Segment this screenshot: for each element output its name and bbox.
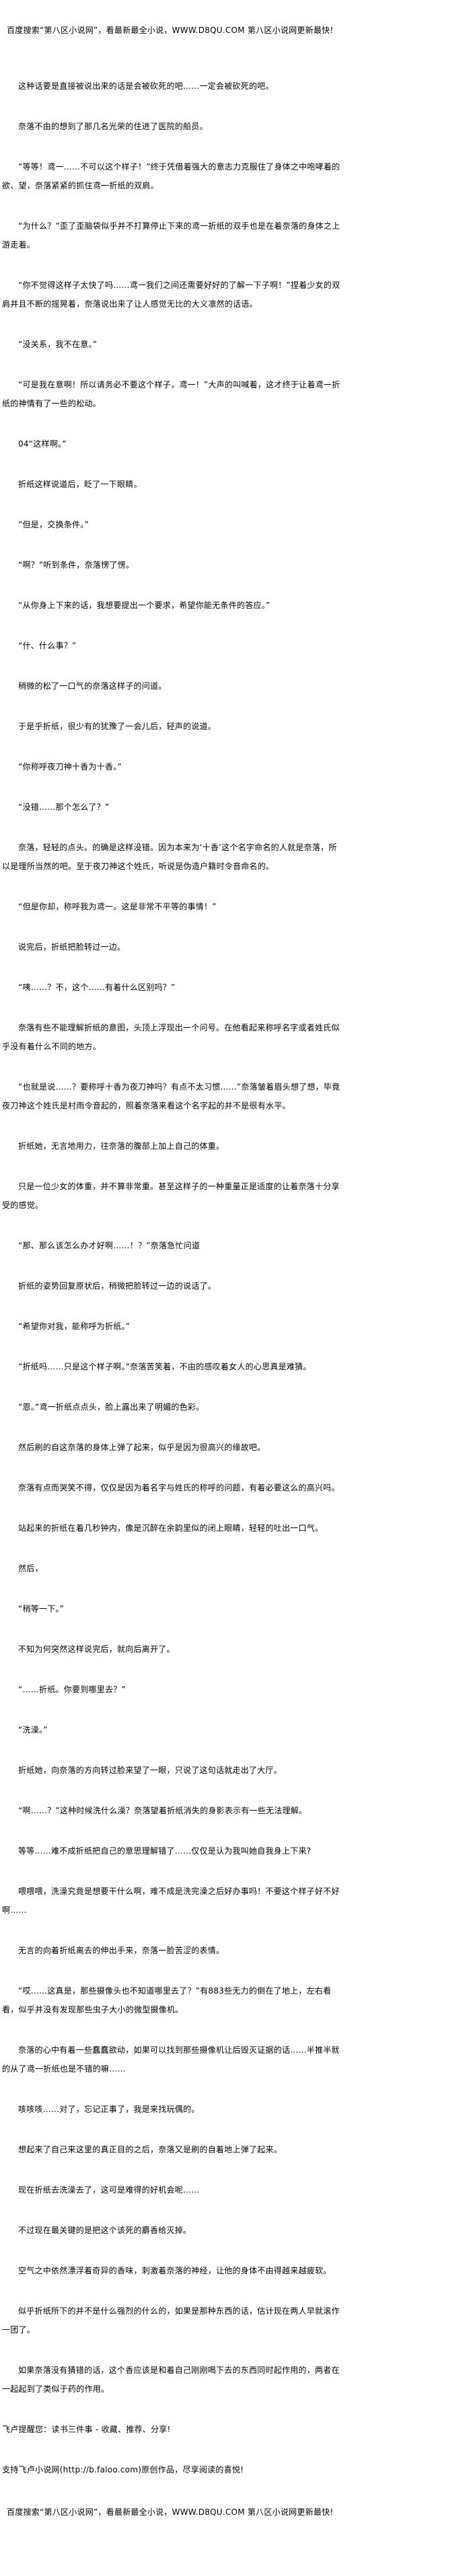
paragraph: 站起来的折纸在着几秒钟内，像是沉醉在余韵里似的闭上眼睛，轻轻的吐出一口气。 [18, 1523, 324, 1533]
paragraph: 不过现在最关键的是把这个该死的麝香给灭掉。 [18, 2226, 192, 2235]
header-banner: 百度搜索“第八区小说网”，看最新最全小说，WWW.D8QU.COM 第八区小说网… [7, 26, 334, 35]
paragraph: “啊……？”这种时候洗什么澡？奈落望着折纸消失的身影表示有一些无法理解。 [18, 1806, 307, 1815]
paragraph: “啊？”听到条件，奈落愣了愣。 [18, 560, 135, 570]
paragraph: 奈落的心中有着一些蠢蠢欲动，如果可以找到那些摄像机让后毁灭证据的话……半推半就的… [2, 2045, 340, 2074]
paragraph: “没关系，我不在意。” [18, 340, 98, 349]
paragraph: 折纸她，向奈落的方向转过脸来望了一眼，只说了这句话就走出了大厅。 [18, 1766, 283, 1775]
paragraph: “也就是说……？要称呼十香为夜刀神吗？有点不太习惯……”奈落皱着眉头想了想，毕竟… [2, 1082, 340, 1110]
paragraph: 奈落，轻轻的点头。的确是这样没错。因为本来为‘十香’这个名字命名的人就是奈落，所… [2, 843, 337, 871]
paragraph: 这种话要是直接被说出来的话是会被砍死的吧……一定会被砍死的吧。 [18, 81, 274, 91]
footer-banner: 百度搜索“第八区小说网”，看最新最全小说，WWW.D8QU.COM 第八区小说网… [7, 2507, 334, 2517]
paragraph: “等等！鸢一……不可以这个样子！”终于凭借着强大的意志力克服住了身体之中咆哮着的… [2, 162, 340, 190]
paragraph: “你不觉得这样子太快了吗……鸢一我们之间还需要好好的了解一下子啊！”捏着少女的双… [2, 280, 340, 309]
paragraph: 折纸这样说道后，眨了一下眼睛。 [18, 480, 142, 489]
paragraph: 只是一位少女的体重，并不算非常重。甚至这样子的一种重量正是适度的让着奈落十分享受… [2, 1182, 340, 1210]
paragraph: 奈落有点而哭笑不得，仅仅是因为着名字与姓氏的称呼的问题，有着必要这么的高兴吗。 [18, 1483, 340, 1492]
paragraph: 折纸她，无言地用力，往奈落的腹部上加上自己的体重。 [18, 1141, 225, 1151]
paragraph: “你称呼夜刀神十香为十香。” [18, 762, 122, 771]
paragraph: 等等……难不成折纸把自己的意思理解错了……仅仅是认为我叫她自我身上下来? [18, 1846, 312, 1856]
paragraph: “为什么？”歪了歪脑袋似乎并不打算停止下来的鸢一折纸的双手也是在着奈落的身体之上… [2, 221, 340, 250]
paragraph: “折纸吗……只是这个样子啊。”奈落苦笑着，不由的感叹着女人的心思真是难猜。 [18, 1362, 312, 1371]
paragraph: “咦……？不，这个……有着什么区别吗？” [18, 983, 176, 992]
chapter-body: 这种话要是直接被说出来的话是会被砍死的吧……一定会被砍死的吧。奈落不由的想到了那… [2, 77, 342, 2398]
paragraph: 空气之中依然漂浮着奇异的香味，刺激着奈落的神经，让他的身体不由得越来越疲软。 [18, 2266, 332, 2275]
paragraph: 奈落有些不能理解折纸的意图，头顶上浮现出一个问号。在他看起来称呼名字或者姓氏似乎… [2, 1023, 340, 1051]
paragraph: 稍微的松了一口气的奈落这样子的问道。 [18, 681, 167, 691]
paragraph: “没错……那个怎么了？” [18, 802, 110, 812]
paragraph: 无言的向着折纸离去的伸出手来，奈落一脸苦涩的表情。 [18, 1946, 225, 1955]
chapter-page: 百度搜索“第八区小说网”，看最新最全小说，WWW.D8QU.COM 第八区小说网… [2, 26, 342, 2517]
paragraph: “稍等一下。” [18, 1604, 65, 1614]
paragraph: 04“这样啊。” [18, 439, 67, 449]
paragraph: 现在折纸去洗澡去了，这可是难得的好机会呢…… [18, 2185, 200, 2195]
paragraph: “……折纸。你要到哪里去？” [18, 1685, 126, 1694]
paragraph: 折纸的姿势回复原状后，稍微把脸转过一边的说话了。 [18, 1281, 217, 1291]
paragraph: 喂喂喂，洗澡究竟是想要干什么啊，难不成是洗完澡之后好办事吗！不要这个样子好不好啊… [2, 1887, 340, 1915]
paragraph: 于是乎折纸，很少有的犹豫了一会儿后，轻声的说道。 [18, 722, 217, 731]
paragraph: “什、什么事？” [18, 641, 77, 650]
paragraph: “希望你对我，能称呼为折纸。” [18, 1322, 131, 1331]
site-notice: 支持飞卢小说网(http://b.faloo.com)原创作品，尽享阅读的喜悦! [2, 2465, 244, 2474]
paragraph: “那、那么该怎么办才好啊……！？”奈落急忙问道 [18, 1241, 201, 1250]
paragraph: “但是，交换条件。” [18, 520, 89, 529]
paragraph: 如果奈落没有猜错的话，这个香应该是和着自己刚刚喝下去的东西同时起作用的，两者在一… [2, 2365, 340, 2394]
paragraph: 咳咳咳……对了，忘记正事了，我是来找玩偶的。 [18, 2105, 200, 2114]
paragraph: 不知为何突然这样说完后，就向后离开了。 [18, 1644, 175, 1654]
paragraph: 想起来了自己来这里的真正目的之后，奈落又是刷的自着地上弹了起来。 [18, 2145, 283, 2154]
paragraph: 奈落不由的想到了那几名光荣的住进了医院的船员。 [18, 122, 208, 131]
paragraph: 似乎折纸所下的并不是什么强烈的什么的，如果是那种东西的话，估计现在两人早就滚作一… [2, 2306, 340, 2335]
paragraph: “哎……这真是，那些摄像头也不知道哪里去了？”有883些无力的倒在了地上，左右看… [2, 1986, 332, 2014]
notices: 飞卢提醒您：读书三件事 - 收藏、推荐、分享! 支持飞卢小说网(http://b.… [2, 2420, 342, 2479]
site-notice: 飞卢提醒您：读书三件事 - 收藏、推荐、分享! [2, 2425, 171, 2434]
paragraph: 然后， [18, 1564, 43, 1573]
paragraph: “从你身上下来的话，我想要提出一个要求，希望你能无条件的答应。” [18, 601, 270, 610]
paragraph: “可是我在意啊！所以请务必不要这个样子，鸢一！”大声的叫喊着，这才终于让着鸢一折… [2, 380, 340, 408]
paragraph: 说完后，折纸把脸转过一边。 [18, 942, 126, 952]
paragraph: “恩。”鸢一折纸点点头，脸上露出来了明媚的色彩。 [18, 1402, 205, 1412]
paragraph: “但是你却，称呼我为鸢一。这是非常不平等的事情！” [18, 902, 217, 911]
paragraph: 然后刷的自这奈落的身体上弹了起来，似乎是因为很高兴的缘故吧。 [18, 1443, 266, 1452]
paragraph: “洗澡。” [18, 1725, 48, 1735]
